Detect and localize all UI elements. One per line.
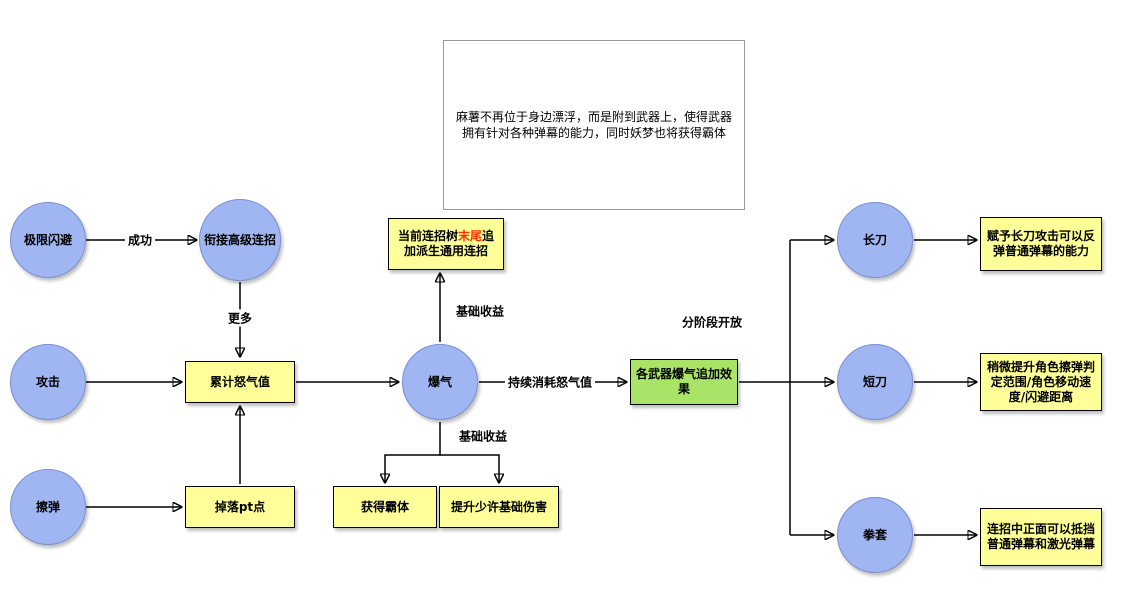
edge-weaponfx-branch: [739, 240, 791, 535]
note-text: 麻薯不再位于身边漂浮，而是附到武器上，使得武器拥有针对各种弹幕的能力，同时妖梦也…: [456, 109, 733, 140]
edge-label-success: 成功: [124, 231, 156, 249]
combo-tree-highlight: 末尾: [457, 229, 482, 243]
node-attack: 攻击: [10, 344, 86, 420]
edge-label-staged-unlock: 分阶段开放: [678, 313, 746, 331]
node-advanced-combo-label: 衔接高级连招: [204, 232, 277, 247]
node-damage-boost: 提升少许基础伤害: [439, 486, 559, 528]
node-short-sword: 短刀: [837, 344, 913, 420]
edge-burst-to-armor: [385, 422, 441, 482]
edge-label-consume-rage: 持续消耗怒气值: [504, 373, 596, 391]
node-burst: 爆气: [402, 344, 478, 420]
node-short-sword-effect: 稍微提升角色擦弹判定范围/角色移动速度/闪避距离: [980, 353, 1102, 411]
node-burst-label: 爆气: [427, 374, 452, 389]
node-drop-pt: 掉落pt点: [185, 486, 295, 528]
node-damage-boost-label: 提升少许基础伤害: [450, 499, 547, 514]
node-gauntlet: 拳套: [837, 497, 913, 573]
edge-label-more: 更多: [224, 309, 256, 327]
node-gain-armor-label: 获得霸体: [360, 499, 409, 514]
node-gauntlet-effect: 连招中正面可以抵挡普通弹幕和激光弹幕: [980, 508, 1102, 566]
edge-burst-to-damage: [440, 454, 499, 482]
node-long-sword: 长刀: [837, 202, 913, 278]
edge-label-base-benefit-bottom: 基础收益: [455, 427, 511, 445]
node-combo-tree-append: 当前连招树末尾追加派生通用连招: [388, 218, 504, 270]
node-long-sword-effect-label: 赋予长刀攻击可以反弹普通弹幕的能力: [986, 229, 1095, 258]
node-short-sword-effect-label: 稍微提升角色擦弹判定范围/角色移动速度/闪避距离: [986, 359, 1095, 404]
edge-label-base-benefit-top: 基础收益: [452, 302, 508, 320]
node-graze-label: 擦弹: [35, 499, 60, 514]
node-graze: 擦弹: [10, 469, 86, 545]
node-gauntlet-effect-label: 连招中正面可以抵挡普通弹幕和激光弹幕: [986, 522, 1095, 551]
node-gain-armor: 获得霸体: [333, 486, 437, 528]
node-combo-tree-append-label: 当前连招树末尾追加派生通用连招: [397, 229, 495, 258]
node-advanced-combo: 衔接高级连招: [199, 199, 281, 281]
node-attack-label: 攻击: [35, 374, 60, 389]
node-extreme-dodge: 极限闪避: [10, 202, 86, 278]
node-long-sword-effect: 赋予长刀攻击可以反弹普通弹幕的能力: [980, 217, 1102, 271]
node-rage-accumulate-label: 累计怒气值: [209, 374, 270, 389]
node-gauntlet-label: 拳套: [862, 527, 887, 542]
node-long-sword-label: 长刀: [862, 232, 887, 247]
node-drop-pt-label: 掉落pt点: [214, 499, 266, 514]
node-short-sword-label: 短刀: [862, 374, 887, 389]
note-box: 麻薯不再位于身边漂浮，而是附到武器上，使得武器拥有针对各种弹幕的能力，同时妖梦也…: [443, 40, 745, 210]
node-weapon-burst-effect-label: 各武器爆气追加效果: [636, 367, 733, 396]
node-rage-accumulate: 累计怒气值: [185, 361, 295, 403]
node-weapon-burst-effect: 各武器爆气追加效果: [630, 359, 738, 405]
node-extreme-dodge-label: 极限闪避: [23, 232, 72, 247]
